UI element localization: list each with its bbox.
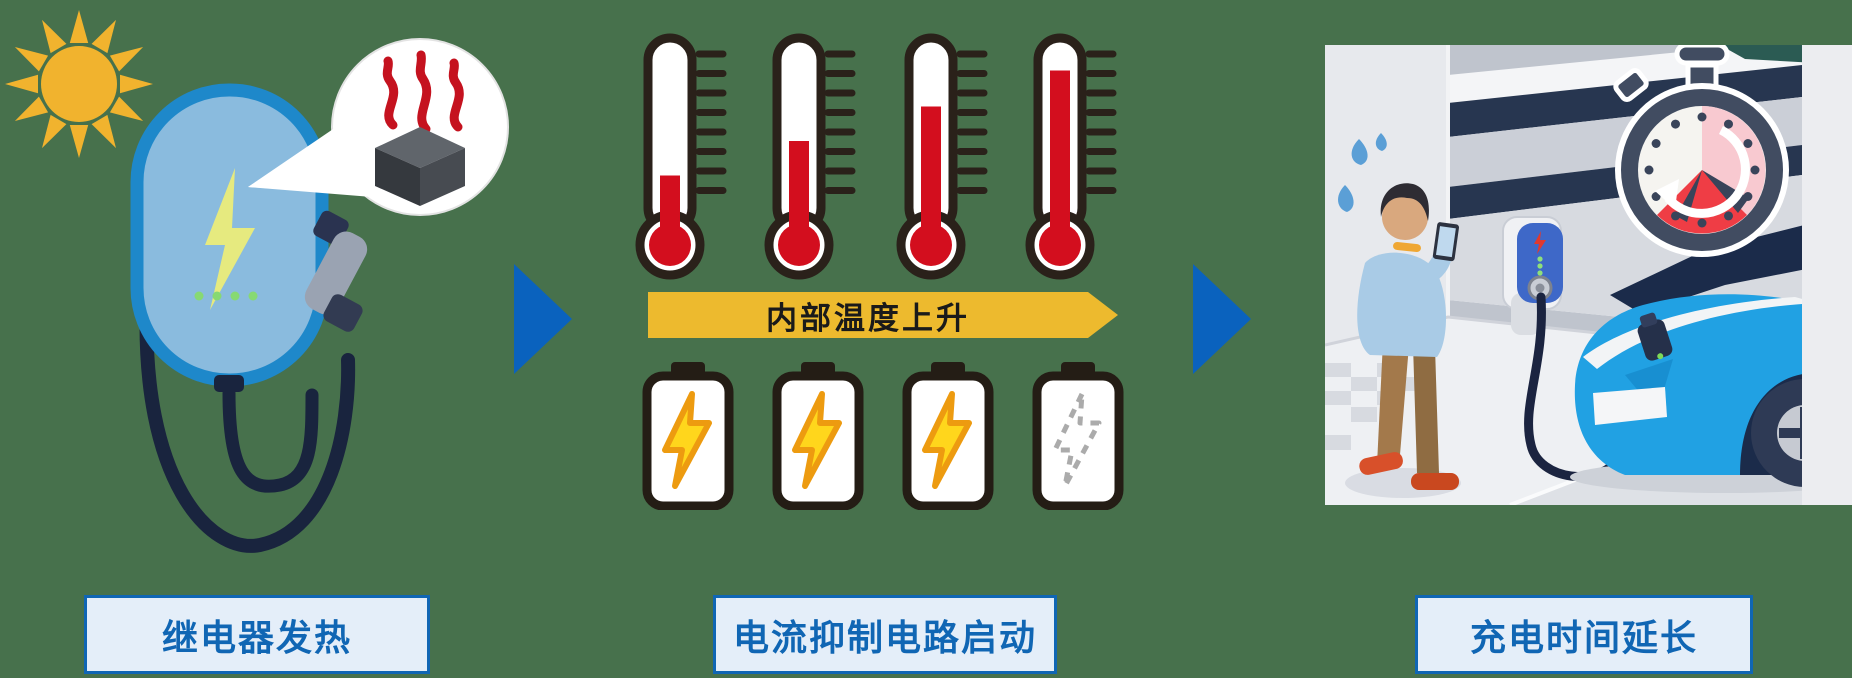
lightning-bolt-icon	[662, 391, 712, 489]
battery-icon	[772, 362, 864, 510]
flow-arrow-1	[514, 264, 572, 374]
stopwatch-icon	[1613, 45, 1789, 257]
charging-cable	[139, 293, 356, 553]
battery-icon	[642, 362, 734, 510]
wallbox-body	[130, 83, 329, 392]
lightning-bolt-icon	[922, 391, 972, 489]
relay-box-icon	[375, 127, 465, 206]
status-dots	[194, 291, 258, 301]
person-with-phone	[1338, 133, 1461, 498]
lightning-bolt-icon	[1052, 391, 1102, 489]
sun-icon	[5, 10, 153, 158]
battery-icon	[902, 362, 994, 510]
heat-waves-icon	[382, 50, 464, 134]
temperature-rise-banner: 内部温度上升	[648, 292, 1118, 338]
charging-connector	[304, 210, 368, 332]
ev-wallbox-illustration	[130, 83, 368, 553]
lightning-bolt-icon	[792, 391, 842, 489]
step-label-text: 充电时间延长	[1469, 616, 1698, 658]
thermometer-icon	[764, 33, 856, 280]
thermometer-icon	[1025, 33, 1117, 280]
charger-bolt-icon	[1534, 231, 1546, 254]
sweat-drops-icon	[1338, 133, 1387, 212]
thermometer-icon	[896, 33, 988, 280]
step-label-current-suppression: 电流抑制电路启动	[713, 595, 1057, 674]
step-label-text: 电流抑制电路启动	[732, 616, 1037, 658]
phone	[1432, 222, 1460, 262]
banner-text: 内部温度上升	[766, 300, 970, 336]
charging-scene-illustration	[1325, 45, 1852, 505]
charge-port-connector	[1637, 312, 1673, 361]
relay-heat-callout	[248, 38, 509, 216]
lightning-bolt-icon	[205, 168, 255, 310]
step-label-charging-extended: 充电时间延长	[1415, 595, 1753, 674]
battery-icon	[1032, 362, 1124, 510]
license-plate	[1593, 387, 1667, 425]
step-label-relay-heating: 继电器发热	[84, 595, 430, 674]
step-label-text: 继电器发热	[161, 616, 352, 658]
thermometer-icon	[635, 33, 727, 280]
flow-arrow-2	[1193, 264, 1251, 374]
